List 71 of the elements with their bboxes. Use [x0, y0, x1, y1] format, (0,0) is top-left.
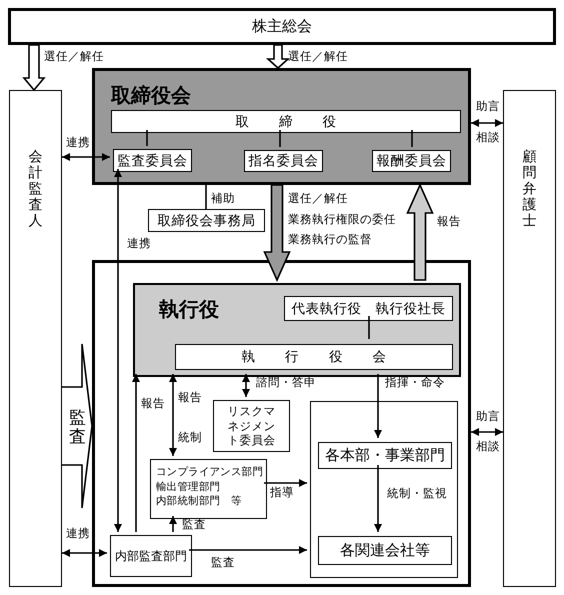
- board-panel: [92, 68, 471, 185]
- division-box: 各本部・事業部門: [318, 442, 452, 469]
- annotation-label: 業務執行権限の委任: [288, 214, 396, 226]
- edge-label: 連携: [66, 137, 90, 148]
- edge-label: 監査: [69, 409, 87, 446]
- edge-label: 選任／解任: [288, 51, 348, 62]
- annotation-label: 業務執行の監督: [288, 234, 372, 246]
- edge-label: 報告: [141, 398, 165, 410]
- arrow: [264, 479, 307, 487]
- edge-label: 補助: [211, 193, 235, 204]
- block-arrow: [22, 44, 46, 92]
- edge-label: 報告: [178, 392, 202, 404]
- annotation-label: 相談: [476, 441, 500, 452]
- connector-line: [205, 185, 207, 209]
- edge-label: 選任／解任: [44, 51, 104, 62]
- committee-box: 監査委員会: [113, 149, 192, 172]
- chevron-arrow: [61, 343, 93, 509]
- block-arrow: [263, 184, 291, 282]
- committee-box: 指名委員会: [244, 150, 323, 172]
- edge-label: 統制・監視: [387, 488, 447, 500]
- arrow: [132, 374, 140, 532]
- edge-label: 報告: [437, 216, 461, 228]
- department-name: コンプライアンス部門: [156, 465, 264, 480]
- edge-label: 選任／解任: [288, 193, 348, 204]
- lawyer-box: 顧問弁護士: [503, 90, 556, 587]
- double-arrow: [62, 549, 107, 557]
- arrow: [189, 546, 307, 554]
- edge-label: 助言: [476, 411, 500, 422]
- directors-bar: 取締役: [111, 110, 461, 133]
- double-arrow: [471, 428, 503, 436]
- block-arrow: [406, 183, 434, 281]
- connector-line: [279, 130, 281, 147]
- arrow: [374, 374, 382, 438]
- department-name: 輸出管理部門: [156, 480, 222, 494]
- arrow: [374, 465, 382, 532]
- double-arrow: [114, 169, 122, 532]
- business-frame: [310, 401, 458, 578]
- connector-line: [368, 316, 370, 339]
- edge-label: 連携: [66, 528, 90, 540]
- connector-line: [411, 130, 413, 147]
- department-name: 内部統制部門 等: [156, 494, 243, 510]
- block-arrow: [266, 44, 290, 70]
- annotation-label: 統制: [178, 432, 202, 444]
- affiliate-box: 各関連会社等: [318, 536, 452, 565]
- committee-box: リスクマネジメント委員会: [213, 400, 290, 452]
- execution-frame: [92, 260, 471, 587]
- committee-box: 報酬委員会: [372, 150, 451, 172]
- connector-line: [146, 130, 148, 146]
- edge-label: 助言: [476, 101, 500, 112]
- meeting-box: 株主総会: [8, 8, 556, 45]
- heading: 取締役会: [111, 85, 191, 105]
- double-arrow: [471, 119, 503, 127]
- executive-panel: [133, 283, 461, 377]
- edge-label: 連携: [127, 238, 151, 250]
- annotation-label: 相談: [476, 132, 500, 144]
- edge-label: 監査: [211, 557, 235, 568]
- auditor-box: 会計監査人: [9, 90, 62, 587]
- double-arrow: [62, 153, 110, 161]
- executive-committee-bar: 執行役会: [175, 344, 453, 370]
- department-box: [150, 459, 267, 519]
- arrow: [169, 516, 177, 532]
- secretariat-box: 取締役会事務局: [148, 209, 265, 232]
- edge-label: 監査: [182, 519, 206, 530]
- heading: 執行役: [159, 299, 219, 319]
- edge-label: 指導: [270, 487, 294, 498]
- audit-department-box: 内部監査部門: [110, 535, 192, 577]
- edge-label: 指揮・命令: [385, 377, 445, 388]
- president-box: 代表執行役 執行役社長: [284, 296, 453, 321]
- edge-label: 諮問・答申: [256, 377, 316, 388]
- double-arrow: [242, 374, 250, 397]
- double-arrow: [169, 374, 177, 456]
